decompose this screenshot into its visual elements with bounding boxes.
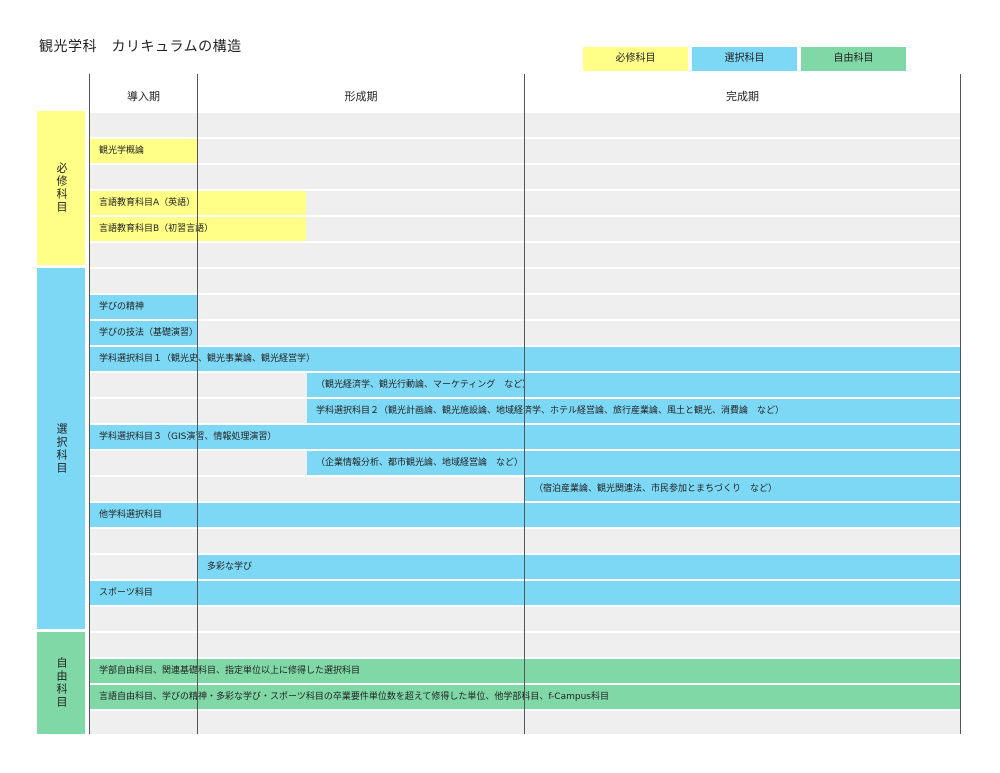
grid-row [90,269,960,293]
course-gakka-3-cont2: （宿泊産業論、観光関連法、市民参加とまちづくり など） [525,477,960,501]
phase-divider [197,74,198,734]
phase-divider [524,74,525,734]
phase-divider [89,74,90,734]
grid-row [90,113,960,137]
course-free-1: 学部自由科目、関連基礎科目、指定単位以上に修得した選択科目 [90,659,960,683]
course-free-2: 言語自由科目、学びの精神・多彩な学び・スポーツ科目の卒業要件単位数を超えて修得し… [90,685,960,709]
course-sports: スポーツ科目 [90,581,960,605]
grid-row [90,165,960,189]
course-gakka-1-cont: （観光経済学、観光行動論、マーケティング など） [307,373,960,397]
grid-row [90,529,960,553]
course-tasai: 多彩な学び [198,555,960,579]
grid-row [90,139,960,163]
course-manabi-giho: 学びの技法（基礎演習） [90,321,197,345]
category-elective: 選択科目 [37,268,85,629]
legend-required: 必修科目 [583,47,688,71]
course-manabi-seishin: 学びの精神 [90,295,197,319]
course-gakka-1: 学科選択科目１（観光史、観光事業論、観光経営学） [90,347,960,371]
course-gakka-3: 学科選択科目３（GIS演習、情報処理演習） [90,425,960,449]
category-required: 必修科目 [37,111,85,265]
phase-divider [960,74,961,734]
column-header-formation: 形成期 [344,90,378,103]
course-kanko-gaku-gairon: 観光学概論 [90,139,197,163]
course-gakka-2: 学科選択科目２（観光計画論、観光施設論、地域経済学、ホテル経営論、旅行産業論、風… [307,399,960,423]
course-tagakka: 他学科選択科目 [90,503,960,527]
legend-free: 自由科目 [801,47,906,71]
column-header-completion: 完成期 [726,90,759,103]
grid-row [90,711,960,734]
course-gengo-a: 言語教育科目A（英語） [90,191,306,215]
grid-row [90,243,960,267]
grid-row [90,321,960,345]
course-gakka-3-cont1: （企業情報分析、都市観光論、地域経営論 など） [307,451,960,475]
legend-elective: 選択科目 [692,47,797,71]
grid-row [90,607,960,631]
course-gengo-b: 言語教育科目B（初習言語） [90,217,306,241]
category-free: 自由科目 [37,632,85,734]
page-title: 観光学科 カリキュラムの構造 [39,39,242,55]
grid-row [90,633,960,657]
column-header-intro: 導入期 [127,90,160,103]
grid-row [90,295,960,319]
